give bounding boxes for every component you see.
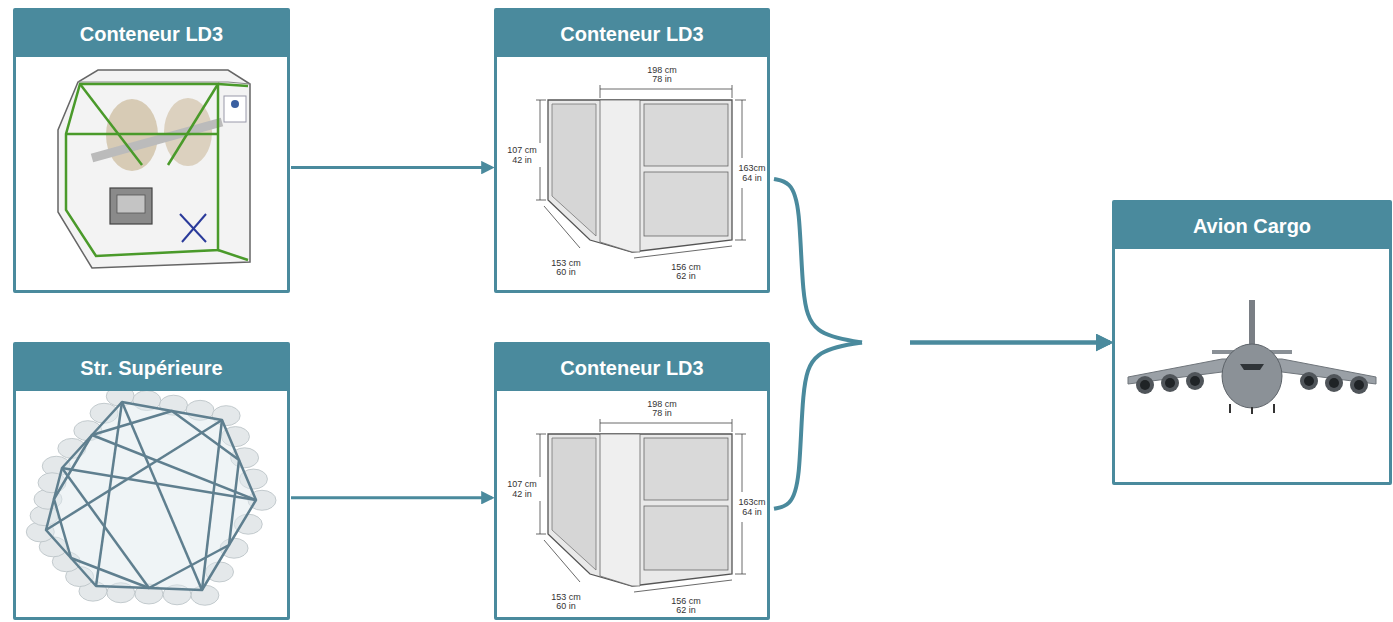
panel-heading: Conteneur LD3 (497, 11, 767, 57)
container-drawing (536, 85, 746, 258)
dimension-label: 78 in (651, 408, 673, 418)
container-3d (58, 70, 250, 268)
container-drawing (536, 419, 746, 592)
dimension-label: 42 in (511, 489, 533, 499)
dimension-label: 163cm (737, 163, 766, 173)
dimension-label: 42 in (511, 155, 533, 165)
panel-heading: Avion Cargo (1115, 203, 1389, 249)
dimension-label: 163cm (737, 497, 766, 507)
dimension-label: 62 in (675, 605, 697, 615)
titled-panel: Str. Supérieure (13, 342, 290, 620)
panel-heading: Conteneur LD3 (497, 345, 767, 391)
panel-heading: Str. Supérieure (16, 345, 287, 391)
brace-arrow (774, 343, 1110, 509)
brace-arrow (774, 179, 1110, 343)
dimension-label: 107 cm (506, 145, 538, 155)
panel-heading: Conteneur LD3 (16, 11, 287, 57)
dimension-label: 64 in (741, 507, 763, 517)
dimension-label: 60 in (555, 267, 577, 277)
frame-structure (26, 386, 276, 605)
titled-panel: Avion Cargo (1112, 200, 1392, 485)
flow-arrow (291, 166, 492, 169)
dimension-label: 64 in (741, 173, 763, 183)
dimension-label: 78 in (651, 74, 673, 84)
dimension-label: 60 in (555, 601, 577, 611)
flow-arrow (291, 496, 492, 499)
dimension-label: 107 cm (506, 479, 538, 489)
dimension-label: 62 in (675, 271, 697, 281)
cargo-aircraft (1128, 300, 1376, 414)
titled-panel: Conteneur LD3 (13, 8, 290, 293)
